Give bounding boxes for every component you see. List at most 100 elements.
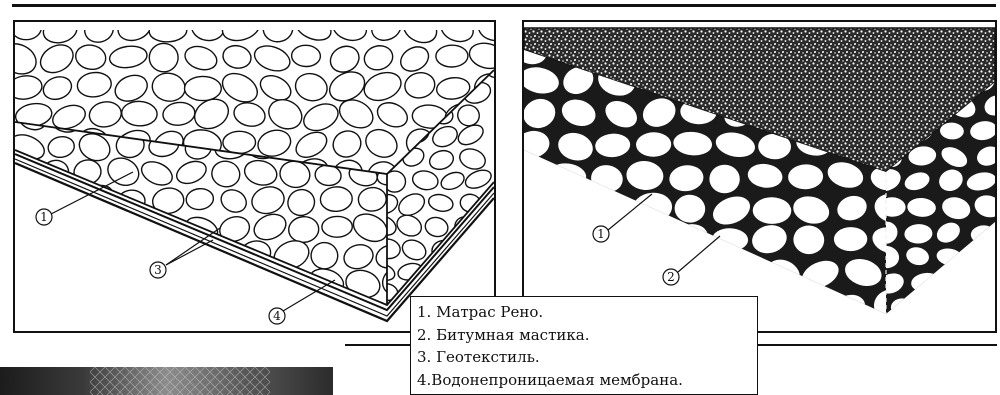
left-figure-panel: 1 3 4 — [13, 20, 496, 333]
stone — [322, 216, 353, 237]
stone — [455, 103, 481, 129]
stone — [483, 258, 494, 279]
stone — [360, 68, 405, 106]
legend-item-membrane: 4.Водонепроницаемая мембрана. — [417, 369, 751, 392]
stone — [138, 157, 176, 189]
callout-1-right: 1 — [593, 194, 652, 242]
stone — [121, 100, 158, 126]
stone — [593, 194, 629, 224]
stone — [326, 41, 363, 76]
stone — [686, 262, 717, 288]
stone — [467, 40, 494, 72]
callout-label: 4 — [273, 309, 281, 323]
stone — [250, 210, 290, 245]
stone — [524, 225, 546, 259]
stone — [427, 192, 455, 213]
legend-item-bitumen-mastic: 2. Битумная мастика. — [417, 324, 751, 347]
stone — [329, 127, 365, 162]
photo-strip — [0, 367, 333, 395]
stone — [108, 44, 148, 70]
stone — [374, 98, 412, 131]
callout-label: 1 — [40, 210, 48, 224]
stone — [973, 268, 995, 298]
stone — [357, 186, 387, 212]
stone — [206, 269, 244, 299]
stone — [251, 41, 293, 75]
stone — [427, 148, 456, 173]
legend-box: 1. Матрас Рено. 2. Битумная мастика. 3. … — [410, 296, 758, 395]
stone — [209, 158, 242, 189]
stone — [261, 22, 294, 44]
stone — [143, 295, 174, 325]
stone — [203, 237, 238, 269]
stone — [264, 94, 307, 134]
stone — [34, 236, 71, 269]
stone — [115, 22, 155, 45]
right-figure-panel: 1 2 — [522, 20, 997, 333]
stone — [411, 169, 440, 192]
stone — [362, 43, 396, 74]
callout-2-right: 2 — [663, 236, 720, 285]
stone — [15, 38, 41, 79]
stone — [40, 73, 74, 103]
stone — [396, 42, 433, 76]
stone — [150, 70, 188, 104]
stone — [223, 131, 256, 154]
stone — [117, 189, 146, 213]
stone — [80, 297, 109, 318]
stone — [951, 295, 981, 322]
stone — [476, 22, 494, 44]
stone — [629, 221, 672, 261]
stone — [15, 130, 48, 164]
stone — [103, 242, 136, 269]
stone — [185, 76, 222, 100]
stone — [36, 39, 78, 78]
stone — [292, 22, 335, 45]
stone — [149, 43, 179, 73]
stone — [361, 124, 402, 162]
stone — [114, 212, 153, 242]
stone — [587, 222, 631, 259]
stone — [15, 241, 36, 272]
stone — [437, 22, 476, 46]
stone — [552, 223, 589, 256]
stone — [70, 262, 111, 300]
stone — [82, 214, 118, 239]
stone — [341, 241, 376, 272]
stone — [284, 185, 319, 220]
stone — [282, 294, 313, 321]
stone — [436, 45, 468, 67]
stone — [255, 126, 294, 160]
callout-1-left: 1 — [36, 172, 133, 225]
stone — [249, 183, 288, 217]
stone — [177, 294, 214, 327]
stone — [300, 99, 343, 136]
stone — [106, 293, 144, 324]
stone — [47, 135, 76, 160]
stone — [213, 297, 245, 326]
stone — [151, 186, 186, 216]
stone — [72, 158, 103, 186]
stone — [41, 268, 72, 295]
stone — [423, 215, 450, 239]
stone — [173, 157, 209, 187]
stones-front — [15, 99, 418, 330]
stone — [451, 259, 480, 286]
stone — [221, 43, 253, 71]
stone — [454, 239, 483, 260]
stone — [172, 266, 213, 302]
stone — [789, 291, 831, 322]
stone — [15, 22, 41, 40]
stone — [292, 70, 330, 105]
stone — [256, 71, 295, 105]
callout-4-left: 4 — [269, 280, 335, 324]
stone — [399, 236, 429, 263]
stone — [524, 165, 543, 189]
stone — [560, 257, 601, 285]
stone — [247, 270, 277, 293]
callout-label: 2 — [667, 270, 675, 284]
stone — [722, 256, 763, 295]
stone — [219, 22, 262, 45]
stone — [394, 211, 425, 239]
stone — [330, 22, 369, 44]
